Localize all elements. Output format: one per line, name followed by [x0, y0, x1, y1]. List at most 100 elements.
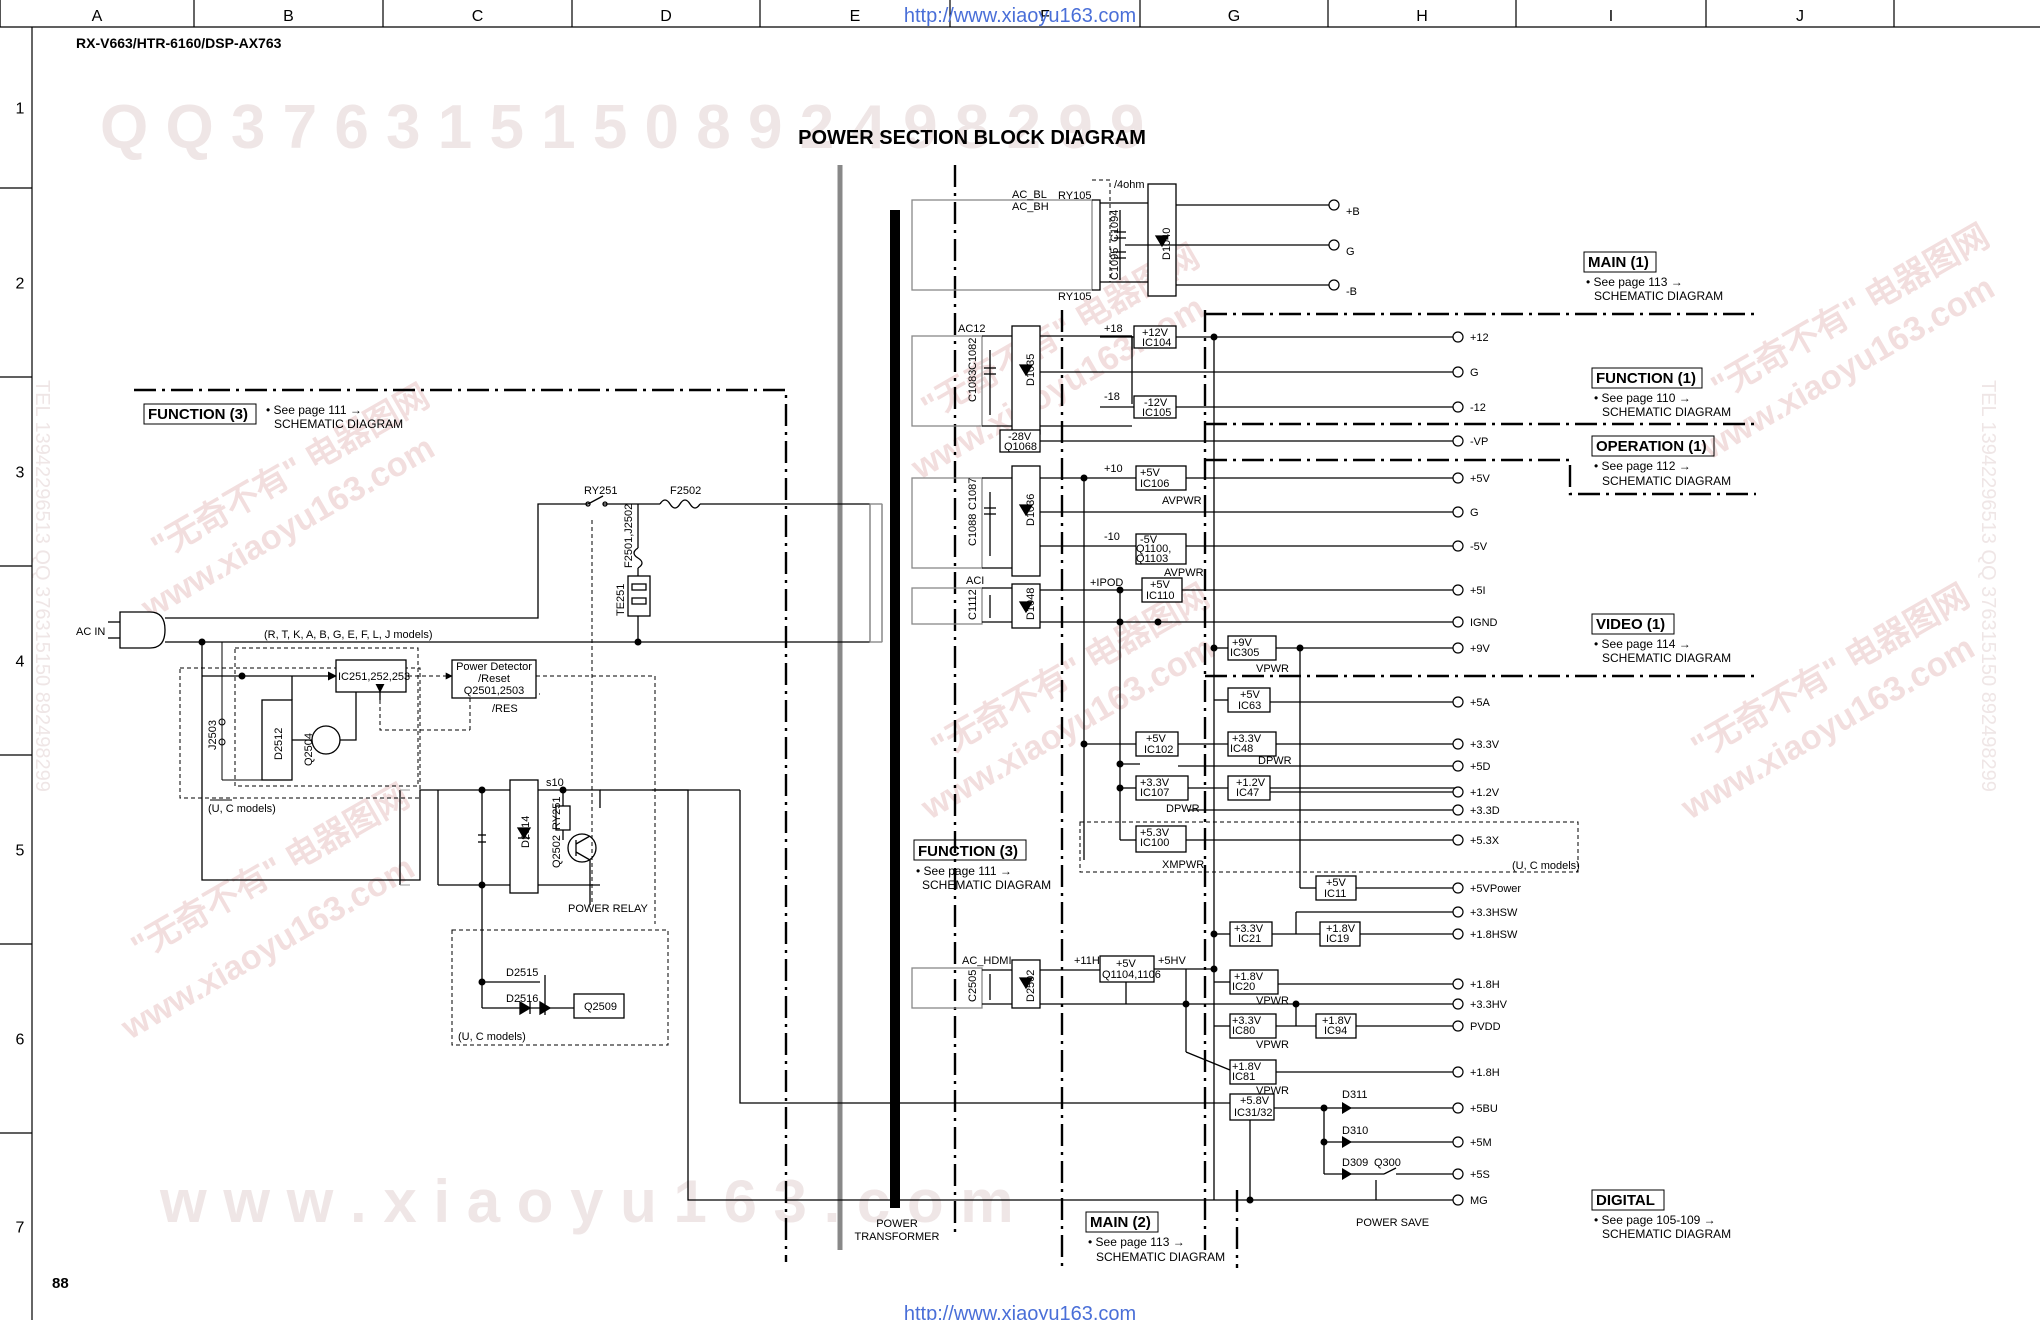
svg-text:IC94: IC94	[1324, 1025, 1347, 1037]
svg-text:+5V: +5V	[1240, 689, 1261, 701]
ref-main2[interactable]: MAIN (2) • See page 113 → SCHEMATIC DIAG…	[1085, 1211, 1225, 1264]
svg-text:TE251: TE251	[615, 584, 627, 616]
svg-text:C1087: C1087	[967, 478, 979, 510]
svg-text:F2501,J2502: F2501,J2502	[623, 504, 635, 568]
url-link-top[interactable]: http://www.xiaoyu163.com	[904, 5, 1136, 27]
output-label: +5V	[1470, 473, 1491, 485]
svg-text:s10: s10	[546, 777, 564, 789]
svg-text:• See page 111 →: • See page 111 →	[266, 403, 362, 417]
svg-text:IC63: IC63	[1238, 700, 1261, 712]
output-terminal	[1452, 506, 1464, 518]
svg-text:Q300: Q300	[1374, 1157, 1401, 1169]
svg-text:D1048: D1048	[1025, 588, 1037, 620]
svg-text:D2514: D2514	[520, 816, 532, 848]
grid-col-label: F	[1040, 8, 1050, 25]
output-terminal	[1452, 1066, 1464, 1078]
svg-text:• See page 111 →: • See page 111 →	[916, 864, 1012, 878]
svg-text:C2505: C2505	[967, 970, 979, 1002]
grid-row-label: 4	[16, 654, 25, 671]
svg-text:IC20: IC20	[1232, 981, 1255, 993]
svg-text:D311: D311	[1342, 1089, 1367, 1101]
ref-function3-left[interactable]: FUNCTION (3) • See page 111 → SCHEMATIC …	[143, 403, 403, 431]
svg-text:IC48: IC48	[1230, 743, 1253, 755]
ref-function3-mid[interactable]: FUNCTION (3) • See page 111 → SCHEMATIC …	[913, 839, 1051, 892]
svg-text:+12V: +12V	[1142, 327, 1169, 339]
watermark-side-left: TEL 13942296513 QQ 376315150 892498299	[31, 380, 53, 792]
svg-text:FUNCTION (3): FUNCTION (3)	[148, 406, 248, 423]
svg-text:D309: D309	[1342, 1157, 1368, 1169]
svg-text:+5V: +5V	[1116, 958, 1137, 970]
svg-text:VIDEO (1): VIDEO (1)	[1596, 616, 1665, 633]
svg-text:IC47: IC47	[1236, 787, 1259, 799]
output-label: +5VPower	[1470, 883, 1521, 895]
svg-text:FUNCTION (1): FUNCTION (1)	[1596, 370, 1696, 387]
grid-col-label: J	[1796, 8, 1804, 25]
output-label: G	[1470, 367, 1479, 379]
url-link-bottom[interactable]: http://www.xiaoyu163.com	[904, 1303, 1136, 1320]
output-terminal	[1452, 540, 1464, 552]
output-terminal	[1452, 331, 1464, 343]
output-terminal	[1452, 696, 1464, 708]
diagram-title: POWER SECTION BLOCK DIAGRAM	[798, 127, 1146, 149]
svg-text:AC_BL: AC_BL	[1012, 189, 1047, 201]
output-label: +5BU	[1470, 1103, 1498, 1115]
output-label: +5A	[1470, 697, 1491, 709]
svg-text:Q1100,: Q1100,	[1136, 543, 1171, 555]
svg-text:SCHEMATIC DIAGRAM: SCHEMATIC DIAGRAM	[1096, 1250, 1225, 1264]
svg-text:C1094: C1094	[1109, 210, 1121, 242]
svg-text:+3.3V: +3.3V	[1140, 777, 1170, 789]
svg-text:IC110: IC110	[1146, 590, 1175, 602]
output-label: +9V	[1470, 643, 1491, 655]
svg-text:IC80: IC80	[1232, 1025, 1255, 1037]
output-label: G	[1346, 246, 1355, 258]
svg-text:IC100: IC100	[1140, 837, 1169, 849]
svg-text:D1035: D1035	[1025, 354, 1037, 386]
svg-text:VPWR: VPWR	[1256, 1085, 1289, 1097]
component-labels: AC IN (R, T, K, A, B, G, E, F, L, J mode…	[76, 179, 1580, 1229]
ref-video1[interactable]: VIDEO (1) • See page 114 → SCHEMATIC DIA…	[1591, 613, 1731, 665]
board-boundaries	[134, 165, 1760, 1268]
svg-text:DPWR: DPWR	[1258, 755, 1292, 767]
svg-text:+1.8V: +1.8V	[1232, 1061, 1262, 1073]
svg-text:+5V: +5V	[1140, 467, 1161, 479]
ref-function1[interactable]: FUNCTION (1) • See page 110 → SCHEMATIC …	[1591, 367, 1731, 419]
output-label: +12	[1470, 332, 1489, 344]
grid-row-label: 1	[16, 101, 25, 118]
svg-text:D2512: D2512	[273, 728, 285, 760]
svg-text:POWER SAVE: POWER SAVE	[1356, 1217, 1429, 1229]
svg-text:Q2502: Q2502	[551, 835, 563, 868]
ref-main1[interactable]: MAIN (1) • See page 113 → SCHEMATIC DIAG…	[1583, 251, 1723, 303]
output-label: +1.2V	[1470, 787, 1500, 799]
output-terminal	[1452, 584, 1464, 596]
grid-row-label: 5	[16, 843, 25, 860]
output-label: G	[1470, 507, 1479, 519]
output-label: +5.3X	[1470, 835, 1500, 847]
svg-text:/RES: /RES	[492, 703, 518, 715]
page-number: 88	[52, 1275, 69, 1292]
output-terminal	[1328, 199, 1340, 211]
models-label: (U, C models)	[458, 1031, 526, 1043]
svg-text:D1036: D1036	[1025, 494, 1037, 526]
ref-operation1[interactable]: OPERATION (1) • See page 112 → SCHEMATIC…	[1591, 435, 1731, 488]
svg-text:+3.3V: +3.3V	[1232, 1015, 1262, 1027]
svg-text:+9V: +9V	[1232, 637, 1253, 649]
output-terminal	[1452, 978, 1464, 990]
svg-text:RY105: RY105	[1058, 190, 1091, 202]
svg-text:POWER: POWER	[876, 1218, 918, 1230]
power-transformer: POWER TRANSFORMER	[837, 165, 940, 1250]
svg-text:+5.3V: +5.3V	[1140, 827, 1170, 839]
svg-text:SCHEMATIC DIAGRAM: SCHEMATIC DIAGRAM	[1602, 474, 1731, 488]
svg-text:Q1068: Q1068	[1004, 441, 1037, 453]
ref-digital[interactable]: DIGITAL • See page 105-109 → SCHEMATIC D…	[1591, 1189, 1731, 1241]
grid-col-label: A	[92, 8, 103, 25]
watermark-www: w w w . x i a o y u 1 6 3 . c o m	[159, 1168, 1014, 1235]
svg-text:+1.8V: +1.8V	[1234, 971, 1264, 983]
output-terminal	[1452, 366, 1464, 378]
svg-text:RY105: RY105	[1058, 291, 1091, 303]
svg-text:Q2509: Q2509	[584, 1001, 617, 1013]
output-terminal	[1452, 435, 1464, 447]
output-label: -VP	[1470, 436, 1488, 448]
svg-text:SCHEMATIC DIAGRAM: SCHEMATIC DIAGRAM	[922, 878, 1051, 892]
svg-text:FUNCTION (3): FUNCTION (3)	[918, 843, 1018, 860]
